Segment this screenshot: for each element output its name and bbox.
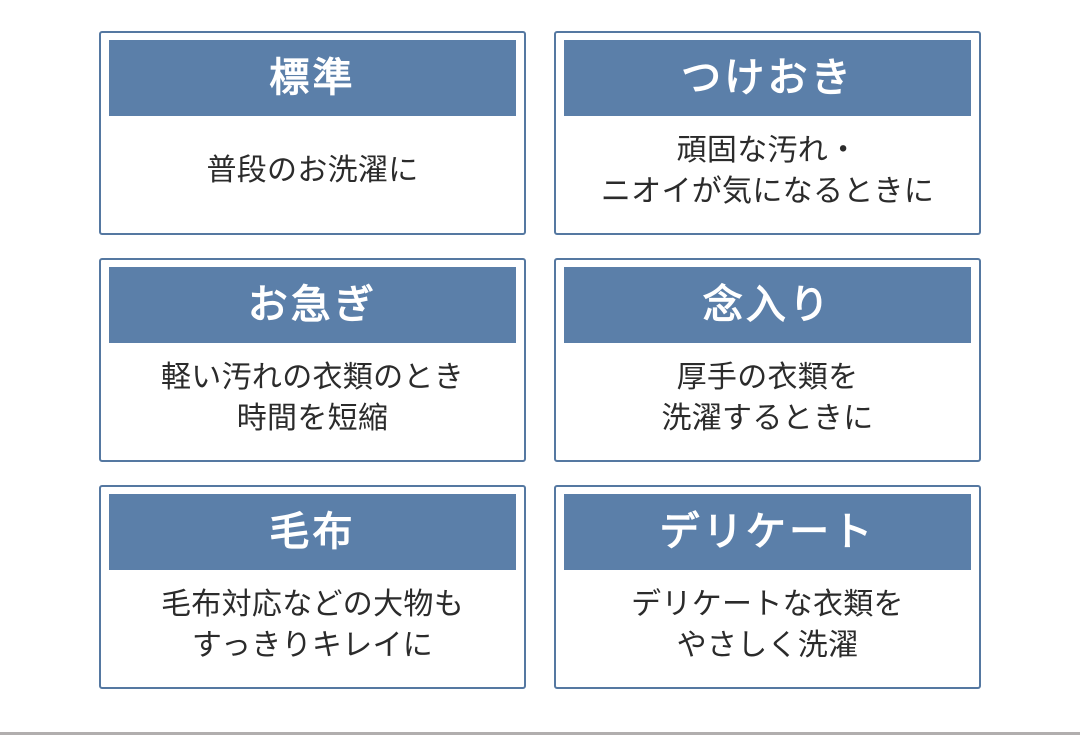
course-title-banner-blanket: 毛布 bbox=[109, 494, 516, 570]
course-card-grid: 標準 普段のお洗濯に つけおき 頑固な汚れ・ ニオイが気になるときに お急ぎ 軽… bbox=[99, 31, 981, 689]
course-title-thorough: 念入り bbox=[702, 283, 833, 327]
course-title-banner-quick: お急ぎ bbox=[109, 267, 516, 343]
course-card-soak: つけおき 頑固な汚れ・ ニオイが気になるときに bbox=[554, 31, 981, 235]
course-description-quick: 軽い汚れの衣類のとき 時間を短縮 bbox=[109, 343, 516, 453]
course-card-quick: お急ぎ 軽い汚れの衣類のとき 時間を短縮 bbox=[99, 258, 526, 462]
course-card-delicate: デリケート デリケートな衣類を やさしく洗濯 bbox=[554, 485, 981, 689]
description-line: すっきりキレイに bbox=[191, 629, 434, 662]
description-line: 厚手の衣類を bbox=[676, 360, 859, 394]
course-description-blanket: 毛布対応などの大物も すっきりキレイに bbox=[109, 570, 516, 680]
bottom-edge-bar bbox=[0, 732, 1080, 735]
course-title-banner-standard: 標準 bbox=[109, 40, 516, 116]
description-line: ニオイが気になるときに bbox=[600, 175, 935, 208]
course-description-delicate: デリケートな衣類を やさしく洗濯 bbox=[564, 570, 971, 680]
course-title-banner-soak: つけおき bbox=[564, 40, 971, 116]
course-description-thorough: 厚手の衣類を 洗濯するときに bbox=[564, 343, 971, 453]
course-title-quick: お急ぎ bbox=[247, 283, 378, 327]
description-line: 頑固な汚れ・ bbox=[676, 133, 859, 167]
course-title-banner-delicate: デリケート bbox=[564, 494, 971, 570]
course-title-blanket: 毛布 bbox=[269, 510, 356, 554]
course-card-standard: 標準 普段のお洗濯に bbox=[99, 31, 526, 235]
course-title-banner-thorough: 念入り bbox=[564, 267, 971, 343]
course-description-soak: 頑固な汚れ・ ニオイが気になるときに bbox=[564, 116, 971, 226]
course-title-standard: 標準 bbox=[269, 56, 356, 100]
description-line: デリケートな衣類を bbox=[631, 587, 904, 621]
description-line: 時間を短縮 bbox=[236, 402, 389, 435]
course-card-thorough: 念入り 厚手の衣類を 洗濯するときに bbox=[554, 258, 981, 462]
description-line: 普段のお洗濯に bbox=[206, 154, 419, 188]
description-line: 洗濯するときに bbox=[661, 402, 874, 435]
description-line: 毛布対応などの大物も bbox=[161, 587, 464, 621]
course-title-delicate: デリケート bbox=[659, 510, 876, 554]
course-card-blanket: 毛布 毛布対応などの大物も すっきりキレイに bbox=[99, 485, 526, 689]
course-title-soak: つけおき bbox=[681, 56, 854, 100]
description-line: やさしく洗濯 bbox=[676, 629, 859, 662]
course-description-standard: 普段のお洗濯に bbox=[109, 116, 516, 226]
description-line: 軽い汚れの衣類のとき bbox=[161, 360, 464, 394]
